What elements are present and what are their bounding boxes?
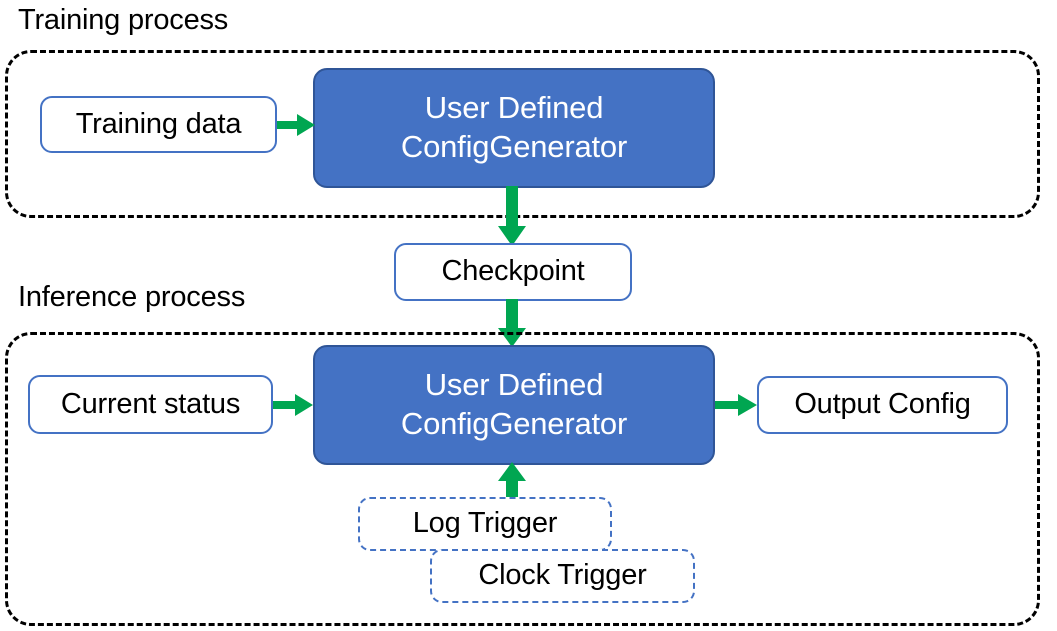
output-config-box[interactable]: Output Config — [757, 376, 1008, 434]
inference-process-container — [5, 332, 1040, 626]
training-config-generator-box[interactable]: User Defined ConfigGenerator — [313, 68, 715, 188]
inference-process-label: Inference process — [18, 281, 246, 313]
training-data-box[interactable]: Training data — [40, 96, 277, 153]
inference-generator-line-1: User Defined — [424, 367, 604, 403]
training-generator-line-1: User Defined — [424, 90, 604, 126]
training-process-label: Training process — [18, 4, 229, 36]
log-trigger-box[interactable]: Log Trigger — [358, 497, 612, 551]
training-generator-line-2: ConfigGenerator — [400, 129, 628, 164]
clock-trigger-box[interactable]: Clock Trigger — [430, 549, 695, 603]
inference-config-generator-box[interactable]: User Defined ConfigGenerator — [313, 345, 715, 465]
current-status-box[interactable]: Current status — [28, 375, 273, 434]
checkpoint-box[interactable]: Checkpoint — [394, 243, 632, 301]
inference-generator-line-2: ConfigGenerator — [400, 406, 628, 441]
